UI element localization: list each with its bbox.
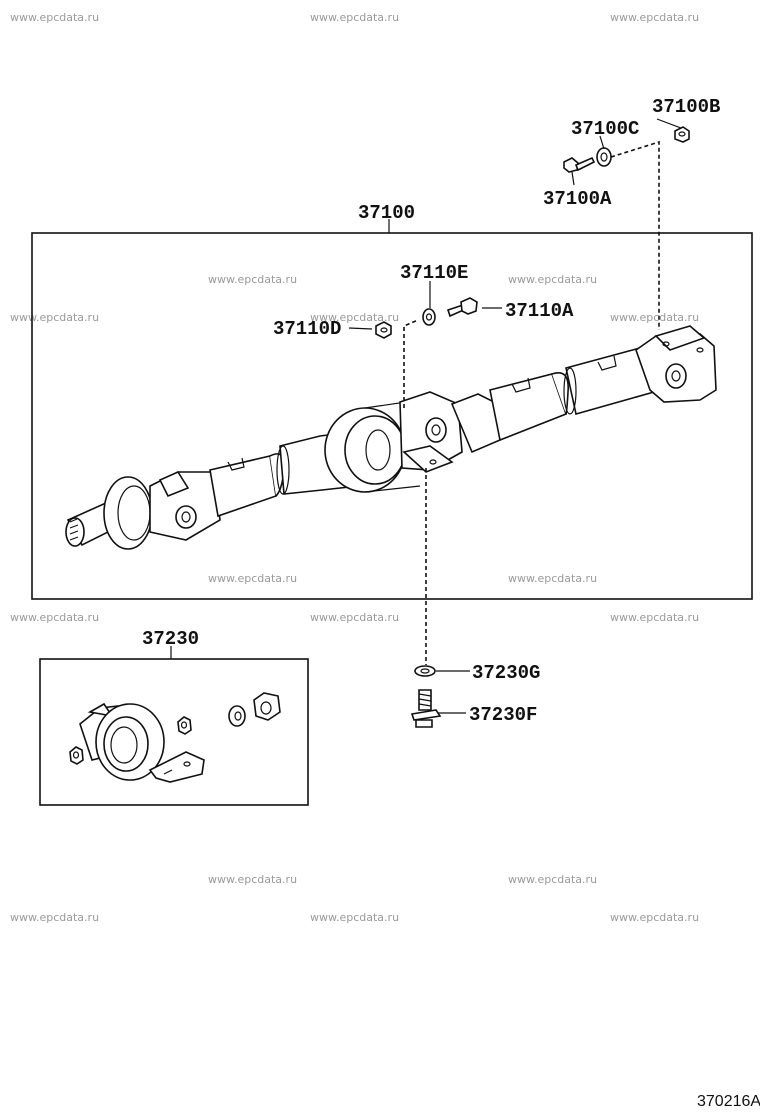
watermark: www.epcdata.ru bbox=[508, 873, 597, 886]
part-label-37110a[interactable]: 37110A bbox=[505, 300, 574, 322]
center-bearing-icon[interactable] bbox=[79, 702, 205, 783]
bolt-37100a-icon[interactable] bbox=[563, 156, 596, 173]
part-label-37230g[interactable]: 37230G bbox=[472, 662, 540, 684]
watermark: www.epcdata.ru bbox=[610, 911, 699, 924]
part-label-37110e[interactable]: 37110E bbox=[400, 262, 468, 284]
washer-37110e-icon[interactable] bbox=[422, 308, 436, 326]
washer-37230g-icon[interactable] bbox=[414, 665, 436, 677]
watermark: www.epcdata.ru bbox=[208, 273, 297, 286]
bolt-37230f-icon[interactable] bbox=[410, 689, 442, 728]
center-support-hardware bbox=[348, 281, 502, 408]
figure-code: 370216A bbox=[697, 1093, 760, 1110]
watermark: www.epcdata.ru bbox=[610, 311, 699, 324]
part-label-37100[interactable]: 37100 bbox=[358, 202, 415, 224]
part-label-37110d[interactable]: 37110D bbox=[273, 318, 341, 340]
watermark: www.epcdata.ru bbox=[208, 873, 297, 886]
watermark: www.epcdata.ru bbox=[310, 611, 399, 624]
nut-icon[interactable] bbox=[69, 746, 84, 765]
part-label-37230[interactable]: 37230 bbox=[142, 628, 199, 650]
part-label-37230f[interactable]: 37230F bbox=[469, 704, 537, 726]
washer-icon[interactable] bbox=[228, 705, 246, 727]
bolt-37110a-icon[interactable] bbox=[446, 297, 478, 318]
watermark: www.epcdata.ru bbox=[310, 11, 399, 24]
watermark: www.epcdata.ru bbox=[310, 311, 399, 324]
part-labels: 37100B 37100C 37100A 37100 37110E 37110A… bbox=[142, 96, 720, 726]
watermark: www.epcdata.ru bbox=[610, 11, 699, 24]
propeller-shaft-icon[interactable] bbox=[65, 325, 717, 550]
watermark: www.epcdata.ru bbox=[10, 611, 99, 624]
part-label-37100b[interactable]: 37100B bbox=[652, 96, 720, 118]
watermark: www.epcdata.ru bbox=[310, 911, 399, 924]
watermark: www.epcdata.ru bbox=[208, 572, 297, 585]
center-bearing-box bbox=[39, 658, 309, 806]
cushion-icon[interactable] bbox=[253, 692, 281, 721]
nut-icon[interactable] bbox=[177, 716, 192, 735]
watermarks: www.epcdata.ru www.epcdata.ru www.epcdat… bbox=[10, 11, 699, 924]
propeller-shaft-assembly-box bbox=[31, 232, 753, 600]
nut-37100b-icon[interactable] bbox=[674, 126, 690, 143]
part-label-37100a[interactable]: 37100A bbox=[543, 188, 612, 210]
watermark: www.epcdata.ru bbox=[10, 311, 99, 324]
nut-37110d-icon[interactable] bbox=[375, 321, 392, 339]
part-label-37100c[interactable]: 37100C bbox=[571, 118, 639, 140]
watermark: www.epcdata.ru bbox=[10, 911, 99, 924]
watermark: www.epcdata.ru bbox=[508, 273, 597, 286]
watermark: www.epcdata.ru bbox=[10, 11, 99, 24]
washer-37100c-icon[interactable] bbox=[596, 147, 612, 167]
watermark: www.epcdata.ru bbox=[508, 572, 597, 585]
top-hardware bbox=[563, 118, 690, 330]
watermark: www.epcdata.ru bbox=[610, 611, 699, 624]
